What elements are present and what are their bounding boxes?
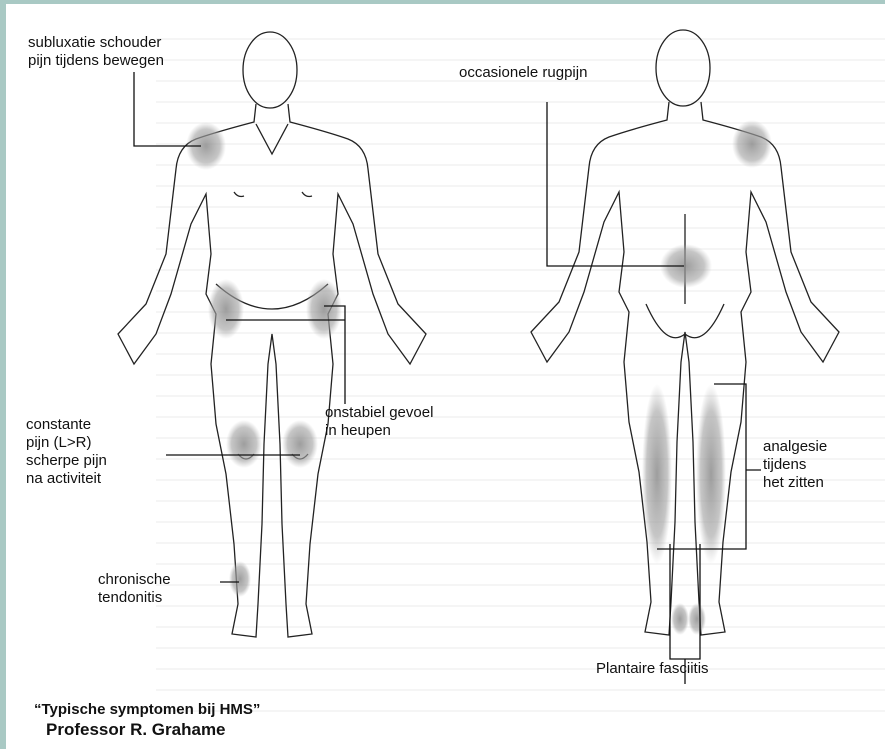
body-diagram [6,4,885,749]
credit-author: Professor R. Grahame [46,720,226,740]
front-body-figure [118,32,426,637]
label-hips: onstabiel gevoel in heupen [325,404,433,440]
label-sitting: analgesie tijdens het zitten [763,438,827,492]
label-plantar-fasciitis: Plantaire fasciitis [596,660,709,678]
leader-lines [134,72,761,684]
back-body-figure [531,30,839,635]
label-knees: constante pijn (L>R) scherpe pijn na act… [26,416,107,488]
label-tendonitis: chronische tendonitis [98,571,171,607]
symptom-shading [186,120,772,635]
label-back-pain: occasionele rugpijn [459,64,587,82]
label-shoulder: subluxatie schouder pijn tijdens bewegen [28,34,164,70]
credit-title: “Typische symptomen bij HMS” [34,701,260,718]
diagram-frame: subluxatie schouder pijn tijdens bewegen… [6,4,885,749]
